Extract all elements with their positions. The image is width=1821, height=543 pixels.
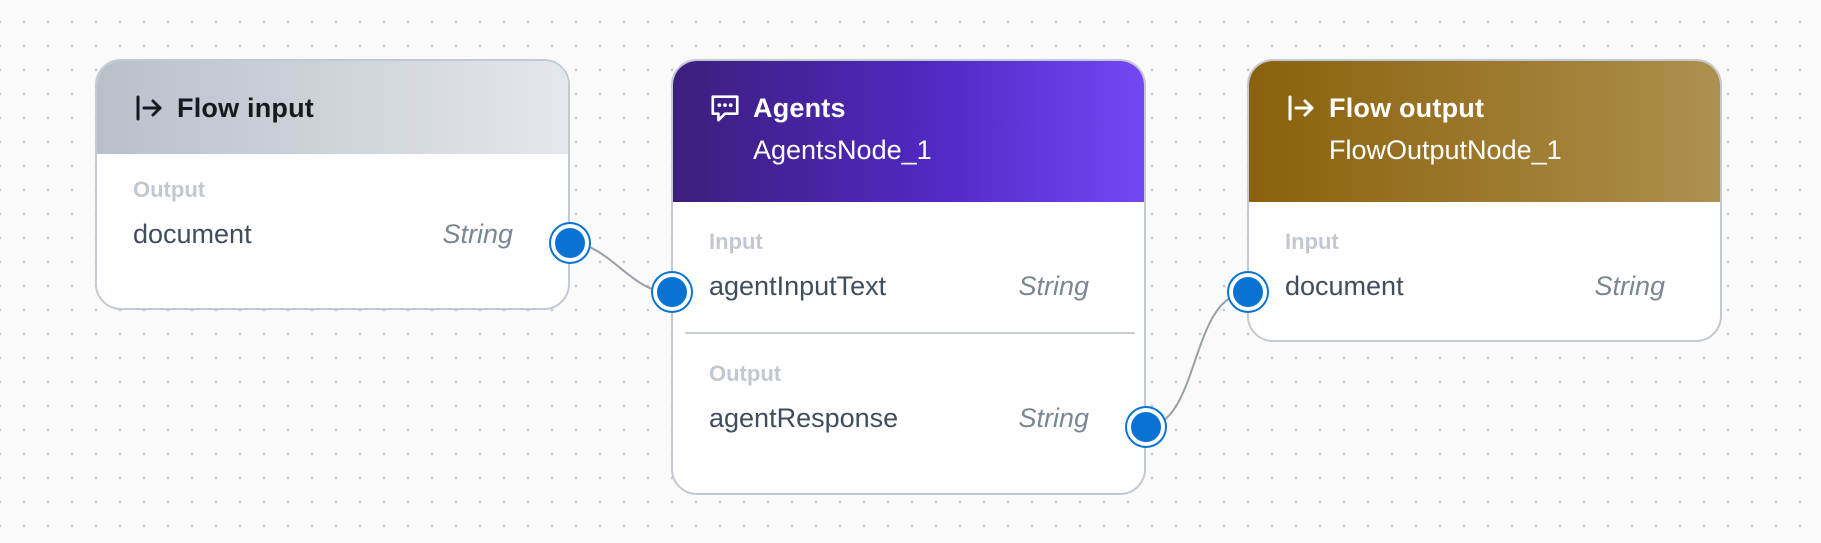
output-section-label: Output: [133, 177, 206, 202]
output-port-row: document String: [133, 219, 513, 250]
node-title: Agents: [753, 92, 846, 123]
port-name: agentResponse: [709, 403, 899, 433]
node-title: Flow output: [1329, 92, 1485, 123]
port-type: String: [1018, 271, 1089, 301]
node-subtitle: AgentsNode_1: [753, 135, 932, 165]
node-title: Flow input: [177, 92, 314, 123]
port-type: String: [1594, 271, 1665, 301]
flow-output-node[interactable]: Flow output FlowOutputNode_1 Input docum…: [1247, 59, 1722, 342]
chat-message-icon: [709, 92, 741, 124]
input-port-row: document String: [1285, 271, 1665, 302]
flow-output-node-header: Flow output FlowOutputNode_1: [1249, 61, 1720, 202]
node-subtitle: FlowOutputNode_1: [1329, 135, 1562, 165]
output-section-label: Output: [709, 361, 782, 386]
agents-node[interactable]: Agents AgentsNode_1 Input agentInputText…: [671, 59, 1146, 495]
input-port-row: agentInputText String: [709, 271, 1089, 302]
agents-node-header: Agents AgentsNode_1: [673, 61, 1144, 202]
input-section-label: Input: [1285, 229, 1339, 254]
flow-input-output-handle[interactable]: [551, 224, 589, 262]
flow-output-icon: [1285, 92, 1317, 124]
agents-output-handle[interactable]: [1127, 408, 1165, 446]
port-name: document: [1285, 271, 1404, 301]
agents-input-handle[interactable]: [653, 273, 691, 311]
section-divider: [685, 332, 1135, 334]
flow-output-input-handle[interactable]: [1229, 273, 1267, 311]
output-port-row: agentResponse String: [709, 403, 1089, 434]
flow-input-icon: [133, 92, 165, 124]
edge-agents-to-flow-output[interactable]: [1144, 292, 1248, 428]
flow-input-node[interactable]: Flow input Output document String: [95, 59, 570, 310]
input-section-label: Input: [709, 229, 763, 254]
port-type: String: [442, 219, 513, 249]
port-type: String: [1018, 403, 1089, 433]
port-name: document: [133, 219, 252, 249]
flow-input-node-header: Flow input: [97, 61, 568, 154]
port-name: agentInputText: [709, 271, 887, 301]
